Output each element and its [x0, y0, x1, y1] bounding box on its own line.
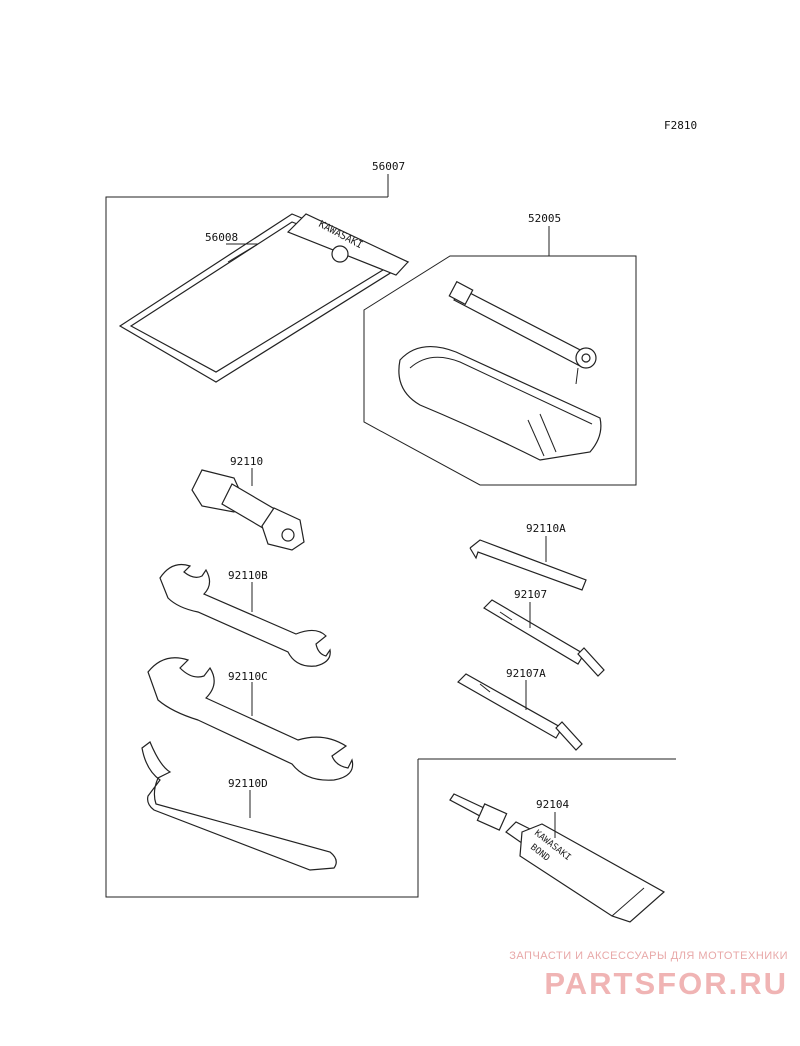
label-92110b[interactable]: 92110B — [228, 569, 268, 582]
watermark-logo: PARTSFOR.RU — [544, 966, 788, 1001]
tool-pouch[interactable]: KAWASAKI — [118, 213, 410, 383]
label-56008[interactable]: 56008 — [205, 231, 238, 244]
bond-tube-icon[interactable]: KAWASAKI BOND — [449, 793, 666, 923]
pump-bag-icon[interactable] — [398, 346, 602, 461]
label-56007[interactable]: 56007 — [372, 160, 405, 173]
screwdriver-a-icon[interactable] — [457, 673, 583, 751]
spanner-d-icon[interactable] — [141, 741, 337, 871]
wrench-b-icon[interactable] — [159, 563, 331, 667]
leader-56008b — [227, 243, 259, 263]
plug-wrench-icon[interactable] — [191, 469, 305, 551]
pump-kit-frame — [363, 255, 637, 486]
pump-icon[interactable] — [448, 280, 597, 385]
label-92110c[interactable]: 92110C — [228, 670, 268, 683]
hex-key-icon[interactable] — [469, 539, 587, 591]
label-92110a[interactable]: 92110A — [526, 522, 566, 535]
label-92107[interactable]: 92107 — [514, 588, 547, 601]
screwdriver-icon[interactable] — [483, 599, 605, 677]
wrench-c-icon[interactable] — [147, 657, 354, 781]
label-52005[interactable]: 52005 — [528, 212, 561, 225]
label-92110[interactable]: 92110 — [230, 455, 263, 468]
watermark-tagline: ЗАПЧАСТИ И АКСЕССУАРЫ ДЛЯ МОТОТЕХНИКИ — [509, 950, 788, 962]
kit-bracket — [105, 174, 676, 898]
label-92107a[interactable]: 92107A — [506, 667, 546, 680]
figure-code: F2810 — [664, 119, 697, 132]
label-92104[interactable]: 92104 — [536, 798, 569, 811]
label-92110d[interactable]: 92110D — [228, 777, 268, 790]
